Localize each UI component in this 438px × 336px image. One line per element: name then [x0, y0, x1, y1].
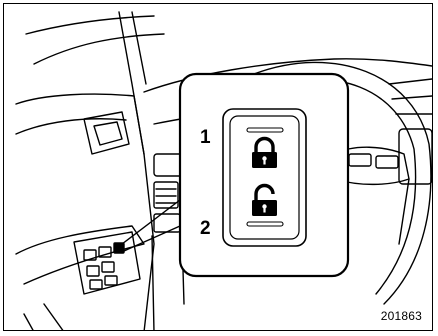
- wheel-button-left: [349, 154, 371, 166]
- a-pillar-inner: [132, 12, 146, 84]
- windshield-trim: [34, 34, 164, 64]
- lock-switch-bezel: [230, 116, 299, 239]
- center-vent: [154, 154, 182, 176]
- door-panel: [16, 94, 154, 331]
- callout-number-unlock: 2: [200, 218, 211, 240]
- right-vents: [389, 79, 432, 114]
- wheel-button-right: [376, 156, 398, 168]
- callout-number-lock: 1: [200, 127, 211, 149]
- figure-id: 201863: [381, 309, 422, 323]
- door-lock-switch: [114, 243, 124, 253]
- car-interior-illustration: [4, 4, 433, 331]
- leader-line-upper: [122, 200, 180, 244]
- figure-frame: 1 2 201863: [3, 3, 433, 331]
